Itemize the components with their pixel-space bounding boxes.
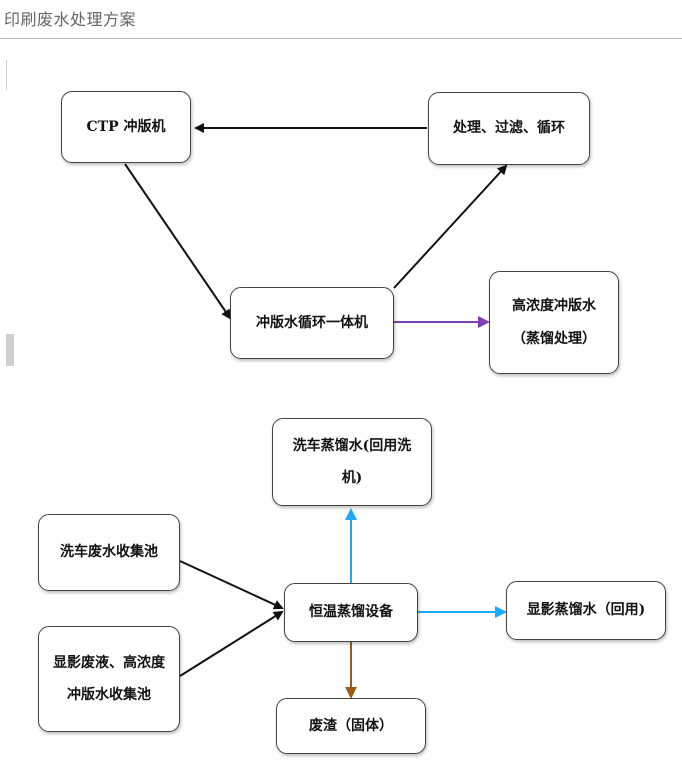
node-developer-distilled-water: 显影蒸馏水（回用) [506,581,666,640]
node-ctp-plate-machine: CTP 冲版机 [61,91,191,163]
node-high-concentration-water: 高浓度冲版水（蒸馏处理） [489,271,619,374]
node-developer-collection-pool: 显影废液、高浓度冲版水收集池 [38,626,180,732]
node-carwash-collection-pool: 洗车废水收集池 [38,514,180,591]
node-residue-solid: 废渣（固体） [276,698,426,754]
node-treatment-filter-cycle: 处理、过滤、循环 [428,92,590,165]
node-circulation-unit: 冲版水循环一体机 [230,287,394,359]
node-high-label: 高浓度冲版水（蒸馏处理） [512,298,596,347]
page-title: 印刷废水处理方案 [4,10,137,29]
arrow-developer-to-still [179,610,284,677]
node-carwash-distilled-water: 洗车蒸馏水(回用洗机) [272,418,432,506]
node-developer-distilled-label: 显影蒸馏水（回用) [526,602,646,619]
node-unit-label: 冲版水循环一体机 [256,314,368,331]
title-divider [0,38,682,39]
arrow-ctp-to-unit [124,163,232,320]
scroll-handle[interactable] [6,334,14,366]
node-still-label: 恒温蒸馏设备 [309,604,393,621]
node-treat-label: 处理、过滤、循环 [453,120,565,137]
node-carwash-distilled-label: 洗车蒸馏水(回用洗机) [292,437,412,486]
node-carwash-collect-label: 洗车废水收集池 [60,544,158,561]
node-residue-label: 废渣（固体） [309,717,393,734]
arrow-unit-to-treat [393,164,508,289]
node-ctp-label: CTP 冲版机 [86,118,166,135]
arrow-carwash-to-still [179,560,284,610]
node-developer-collect-label: 显影废液、高浓度冲版水收集池 [53,654,165,703]
node-constant-temp-still: 恒温蒸馏设备 [284,583,418,642]
edge-mark [0,60,7,90]
